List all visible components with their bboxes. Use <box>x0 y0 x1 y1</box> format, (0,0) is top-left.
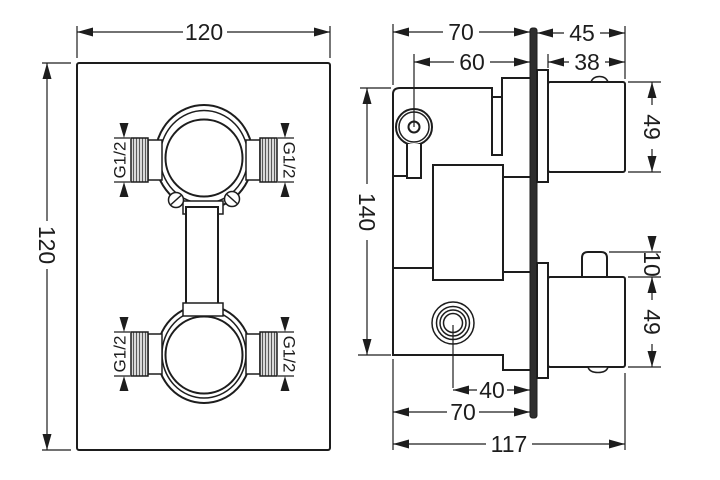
dim-side-body-height: 140 <box>354 193 380 231</box>
side-view <box>392 27 626 419</box>
side-lower-knob <box>536 251 626 379</box>
dim-side-body-depth-top: 70 <box>448 19 474 45</box>
dim-side-outlet-to-wall: 40 <box>479 377 505 403</box>
front-threaded-nipples <box>130 137 278 377</box>
front-view <box>76 62 331 451</box>
side-upper-knob <box>536 69 626 183</box>
dim-side-top-knob-height: 49 <box>639 114 665 140</box>
front-mounting-tabs <box>147 139 261 375</box>
dim-front-height: 120 <box>34 226 60 264</box>
dim-side-bottom-knob-height: 49 <box>639 309 665 335</box>
thread-label-bottom-right: G1/2 <box>280 336 299 373</box>
front-connector-bar <box>182 200 224 310</box>
dimension-labels: 120 120 G1/2 G1/2 G1/2 G1/2 70 45 60 38 … <box>34 19 665 457</box>
dimension-arrows <box>42 27 657 450</box>
thread-label-top-left: G1/2 <box>111 142 130 179</box>
side-step-piece <box>491 96 503 156</box>
dim-side-port-to-wall: 60 <box>459 49 485 75</box>
dim-side-body-depth-bottom: 70 <box>450 399 476 425</box>
thread-label-bottom-left: G1/2 <box>111 336 130 373</box>
screw-icon <box>167 190 241 209</box>
side-cartridge-block <box>432 164 504 281</box>
dim-front-width: 120 <box>185 19 223 45</box>
dim-side-knob-length: 38 <box>574 49 600 75</box>
dim-side-total-depth: 117 <box>491 431 528 457</box>
side-wall-plate <box>529 27 538 419</box>
front-bottom-valve <box>156 302 252 404</box>
front-top-valve <box>154 104 254 210</box>
dim-side-knob-depth: 45 <box>569 20 595 46</box>
dim-side-stem-height: 10 <box>639 251 665 277</box>
thread-label-top-right: G1/2 <box>280 142 299 179</box>
